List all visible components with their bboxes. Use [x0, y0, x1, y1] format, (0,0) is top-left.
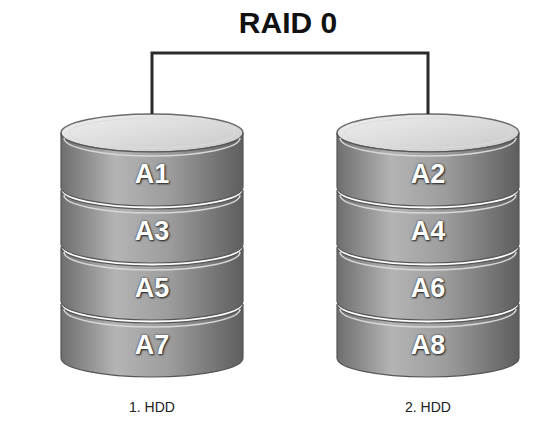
segment-body [61, 190, 243, 263]
disk-segment: A1 [60, 133, 244, 209]
segment-highlight [64, 138, 240, 156]
block-label: A1 [60, 159, 244, 189]
segment-highlight [64, 195, 240, 213]
segment-highlight [64, 309, 240, 327]
disk-cap-ring [345, 118, 511, 148]
segment-body [337, 133, 519, 206]
disk-segment: A3 [60, 190, 244, 266]
block-label: A3 [60, 216, 244, 246]
disk-segment: A6 [336, 247, 520, 323]
hdd-disk: 2. HDD A2A4A6A8 [336, 113, 520, 423]
disk-segment: A4 [336, 190, 520, 266]
segment-body [61, 304, 243, 377]
segment-highlight [340, 195, 516, 213]
segment-highlight [340, 252, 516, 270]
disk-label: 2. HDD [336, 399, 520, 415]
segment-highlight [340, 309, 516, 327]
raid-link [152, 53, 428, 114]
disk-segment: A2 [336, 133, 520, 209]
segment-highlight [64, 252, 240, 270]
hdd-disk: 1. HDD A1A3A5A7 [60, 113, 244, 423]
disk-segment: A7 [60, 304, 244, 380]
block-label: A7 [60, 330, 244, 360]
disk-segment: A5 [60, 247, 244, 323]
diagram-title: RAID 0 [0, 6, 550, 40]
segment-body [61, 133, 243, 206]
disk-segment: A8 [336, 304, 520, 380]
block-label: A6 [336, 273, 520, 303]
block-label: A4 [336, 216, 520, 246]
block-label: A2 [336, 159, 520, 189]
segment-body [61, 247, 243, 320]
disk-cap-ring [69, 118, 235, 148]
segment-body [337, 247, 519, 320]
segment-highlight [340, 138, 516, 156]
disk-label: 1. HDD [60, 399, 244, 415]
block-label: A8 [336, 330, 520, 360]
segment-body [337, 304, 519, 377]
block-label: A5 [60, 273, 244, 303]
segment-body [337, 190, 519, 263]
